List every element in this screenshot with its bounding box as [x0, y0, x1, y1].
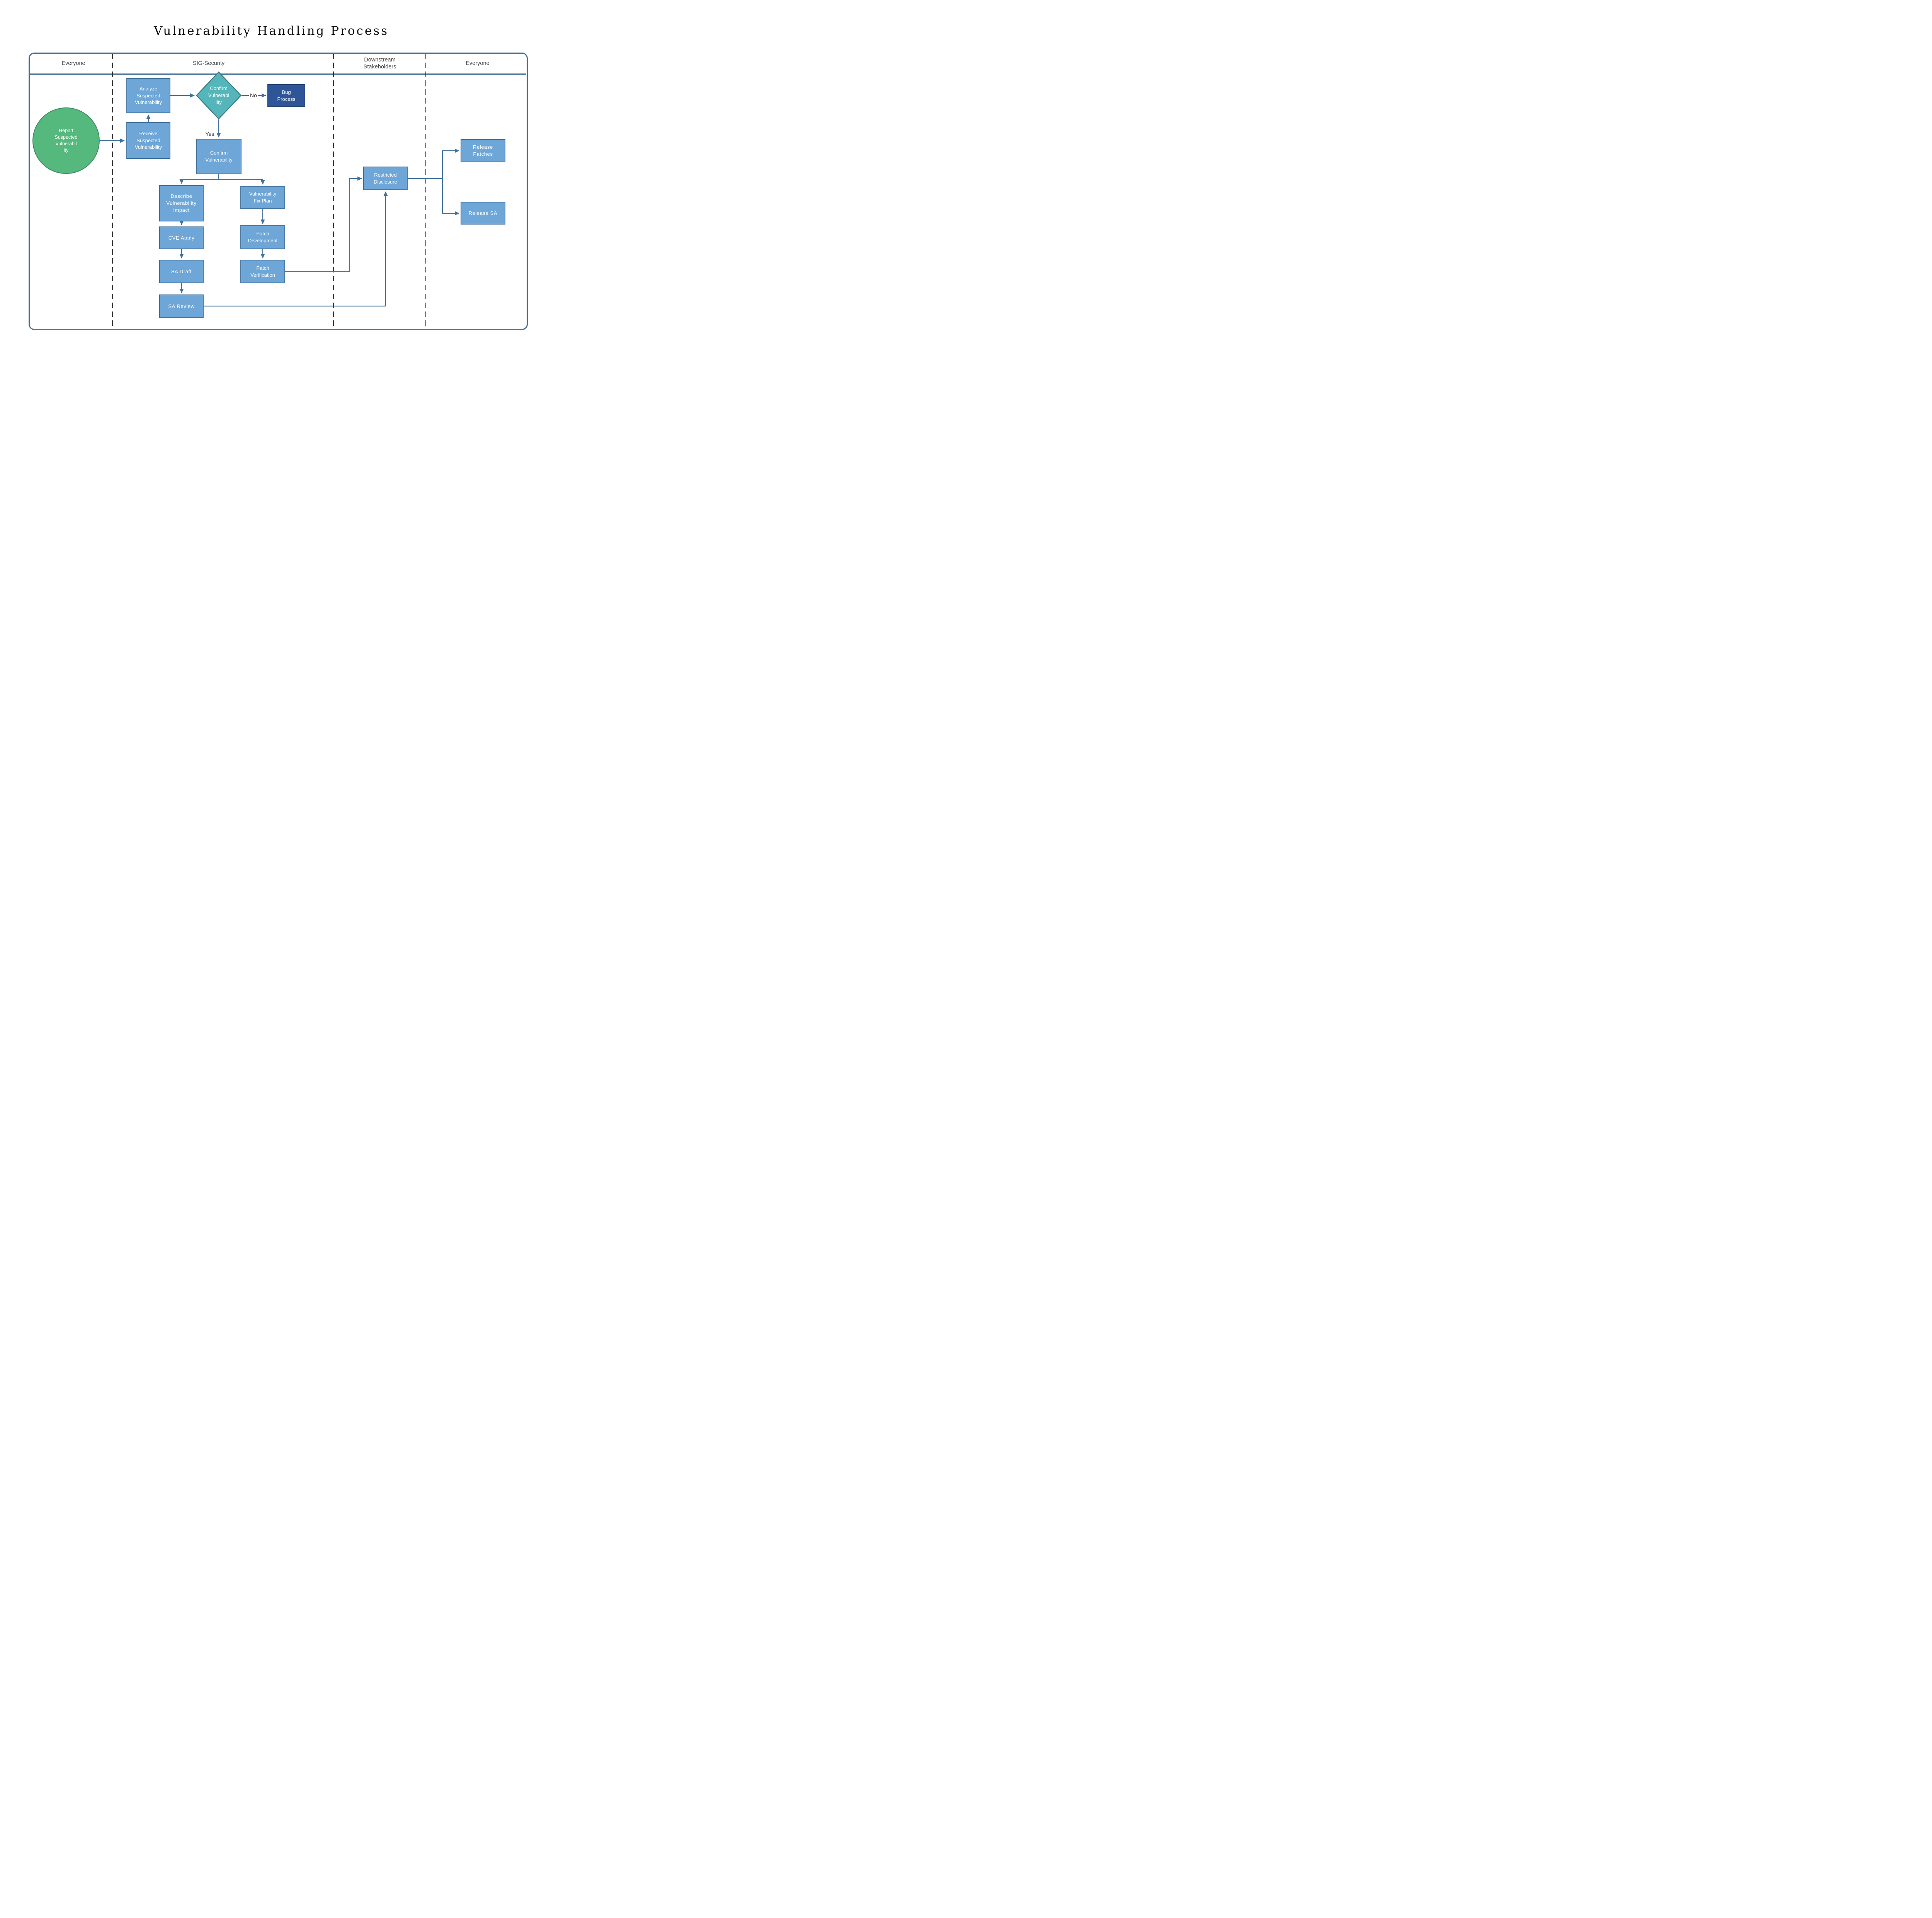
- node-label: Patch Development: [248, 231, 278, 243]
- lane-label-downstream-stakeholders: Downstream Stakeholders: [363, 56, 396, 70]
- process-sa-review: SA Review: [159, 294, 204, 318]
- process-release-sa: Release SA: [461, 202, 505, 225]
- process-patch-verification: Patch Verification: [240, 260, 285, 283]
- process-release-patches: Release Patches: [461, 139, 505, 162]
- node-label: Confirm Vulnerabi lity: [208, 85, 230, 105]
- node-label: Describe Vulnerability Impact: [166, 193, 197, 213]
- node-label: Analyze Suspected Vulnerability: [134, 85, 162, 106]
- page-title: Vulnerability Handling Process: [154, 24, 389, 38]
- process-patch-development: Patch Development: [240, 225, 285, 249]
- node-label: Report Suspected Vulnerabil ity: [54, 128, 78, 153]
- node-label: Receive Suspected Vulnerability: [134, 130, 162, 150]
- start-report-suspected-vulnerability: Report Suspected Vulnerabil ity: [32, 107, 100, 174]
- node-label: Bug Process: [277, 89, 296, 102]
- process-sa-draft: SA Draft: [159, 260, 204, 283]
- edge-label-yes: Yes: [205, 131, 214, 137]
- node-label: Patch Verification: [250, 265, 275, 278]
- node-label: Release SA: [468, 210, 498, 216]
- decision-confirm-vulnerability: Confirm Vulnerabi lity: [196, 71, 242, 119]
- process-describe-vulnerability-impact: Describe Vulnerability Impact: [159, 185, 204, 221]
- process-bug-process: Bug Process: [267, 84, 305, 107]
- process-confirm-vulnerability: Confirm Vulnerability: [196, 139, 242, 174]
- lane-label-sig-security: SIG-Security: [192, 60, 225, 66]
- edge-sareview-restricted: [204, 191, 388, 307]
- process-analyze-suspected-vulnerability: Analyze Suspected Vulnerability: [126, 78, 170, 113]
- diamond-shape: [196, 71, 242, 119]
- connector-layer: [29, 54, 526, 328]
- node-label: SA Review: [168, 303, 195, 309]
- edges: [100, 93, 459, 307]
- swimlane-frame: [29, 53, 528, 330]
- process-cve-apply: CVE Apply: [159, 226, 204, 249]
- node-label: Restricted Disclosure: [374, 172, 397, 185]
- node-label: SA Draft: [171, 268, 192, 274]
- node-label: CVE Apply: [168, 235, 195, 241]
- edge-branch-releasepatches: [442, 148, 459, 179]
- node-label: Vulnerability Fix Plan: [249, 191, 277, 204]
- process-restricted-disclosure: Restricted Disclosure: [363, 167, 408, 190]
- lane-label-everyone-left: Everyone: [61, 60, 85, 66]
- process-vulnerability-fix-plan: Vulnerability Fix Plan: [240, 186, 285, 209]
- node-label: Confirm Vulnerability: [205, 150, 233, 163]
- edge-label-no: No: [249, 92, 258, 99]
- lane-label-everyone-right: Everyone: [466, 60, 490, 66]
- process-receive-suspected-vulnerability: Receive Suspected Vulnerability: [126, 122, 170, 159]
- edge-branch-releasesa: [442, 179, 459, 216]
- node-label: Release Patches: [473, 144, 493, 157]
- edge-patchverify-restricted: [285, 176, 362, 272]
- flowchart-page: Vulnerability Handling Process: [0, 0, 543, 384]
